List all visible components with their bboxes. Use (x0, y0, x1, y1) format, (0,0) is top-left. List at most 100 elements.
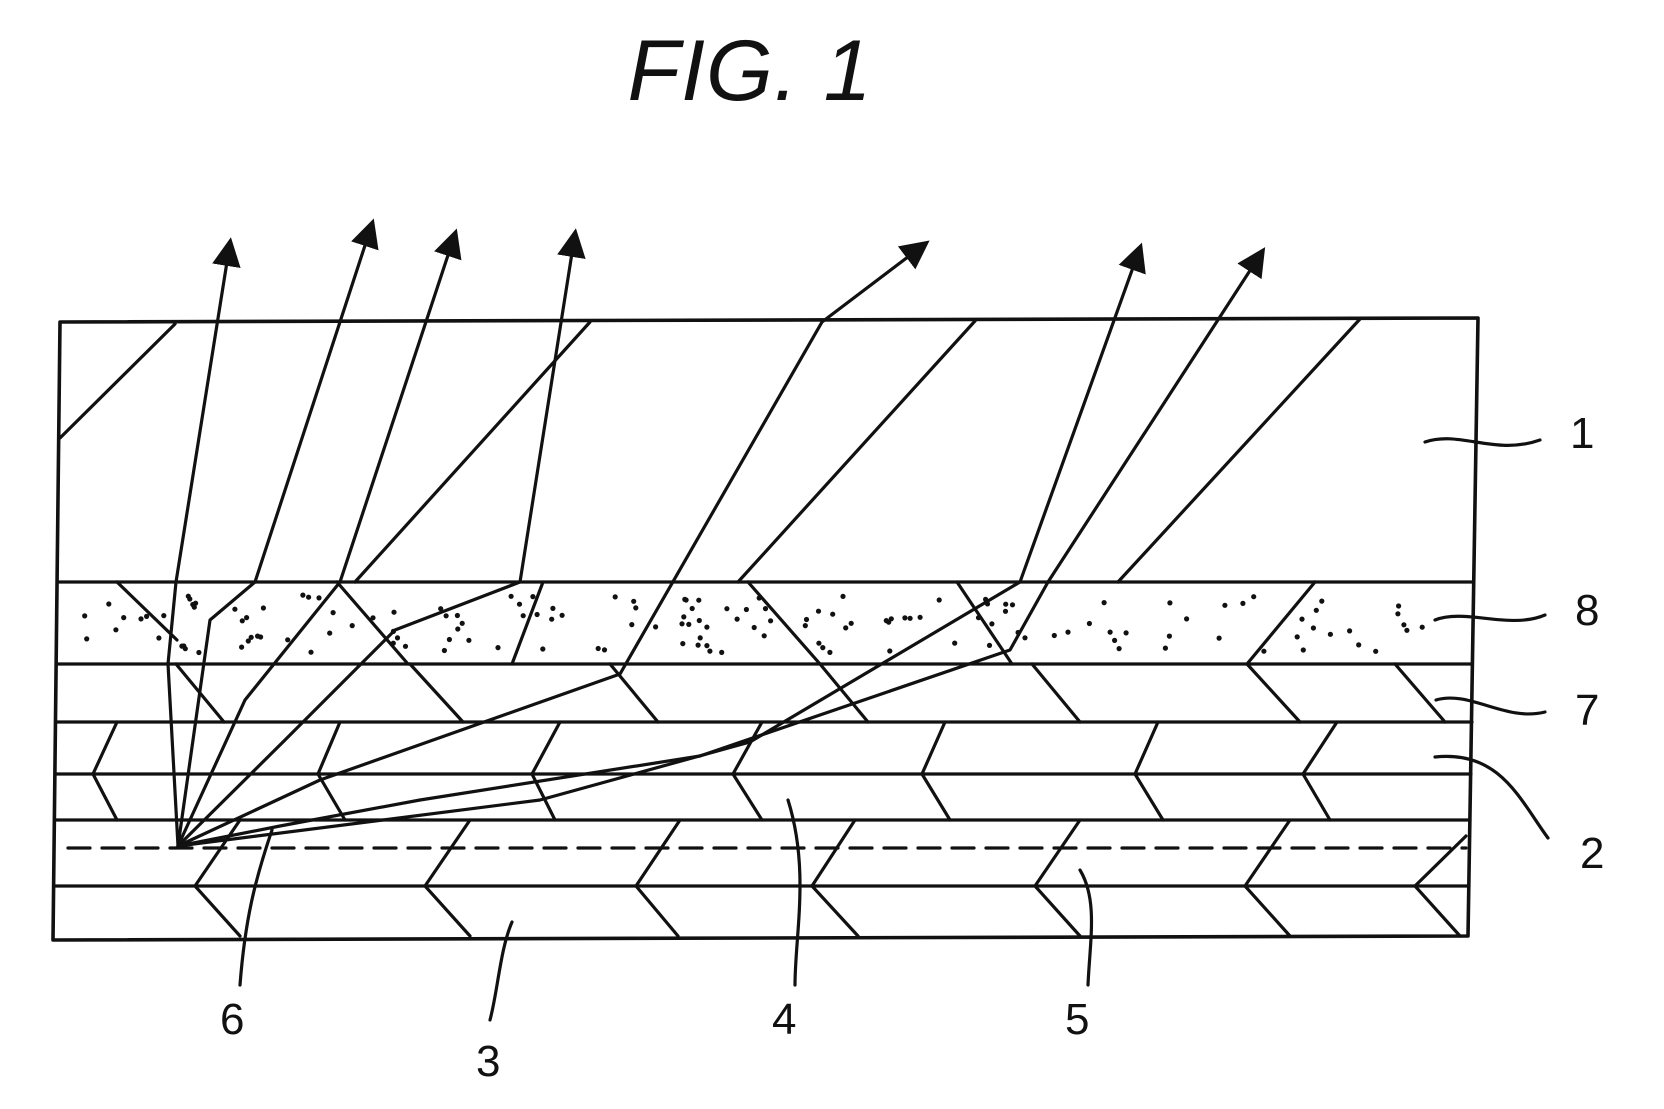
stipple-dot (752, 625, 757, 630)
stipple-dot (804, 617, 809, 622)
stipple-dot (1163, 646, 1168, 651)
stipple-dot (680, 641, 685, 646)
stipple-dot (187, 596, 192, 601)
stipple-dot (1301, 647, 1306, 652)
leader-4 (788, 800, 800, 985)
stipple-dot (161, 613, 166, 618)
stipple-dot (1251, 594, 1256, 599)
stipple-dot (690, 606, 695, 611)
stipple-dot (1295, 634, 1300, 639)
chevrons-layer-2 (93, 722, 1337, 820)
stipple-dot (707, 649, 712, 654)
stipple-dot (1022, 635, 1027, 640)
stipple-dot (840, 594, 845, 599)
stipple-dot (918, 615, 923, 620)
stipple-dot (704, 643, 709, 648)
stipple-dot (1420, 625, 1425, 630)
stipple-dot (403, 644, 408, 649)
stipple-dot (1167, 634, 1172, 639)
stipple-dot (239, 645, 244, 650)
stipple-dot (1404, 628, 1409, 633)
label-1: 1 (1570, 409, 1594, 458)
stipple-dot (331, 610, 336, 615)
stipple-dot (244, 615, 249, 620)
stipple-dot (1347, 628, 1352, 633)
stipple-dot (987, 643, 992, 648)
stipple-dot (596, 646, 601, 651)
ray-7 (178, 252, 1262, 846)
stipple-dot (1356, 642, 1361, 647)
stipple-dot (704, 625, 709, 630)
stipple-dot (509, 594, 514, 599)
stipple-dot (696, 598, 701, 603)
stipple-dot (697, 618, 702, 623)
stipple-dot (633, 605, 638, 610)
stipple-dot (306, 595, 311, 600)
stipple-dot (261, 605, 266, 610)
stipple-dot (735, 617, 740, 622)
stipple-dot (84, 636, 89, 641)
ray-4 (178, 234, 575, 846)
reference-numerals: 1 8 7 2 6 3 4 5 (220, 409, 1604, 1086)
chevrons-layer-3-5 (195, 820, 1466, 936)
label-3: 3 (476, 1037, 500, 1086)
stipple-dot (989, 621, 994, 626)
stipple-dot (1240, 601, 1245, 606)
stipple-dot (1314, 608, 1319, 613)
stipple-dot (698, 635, 703, 640)
stipple-dot (887, 648, 892, 653)
stipple-dot (249, 635, 254, 640)
hatch-layer-7 (176, 664, 1445, 722)
stipple-dot (1261, 649, 1266, 654)
stipple-dot (849, 621, 854, 626)
stipple-dot (1222, 603, 1227, 608)
stipple-dot (535, 612, 540, 617)
stipple-dot (827, 650, 832, 655)
stipple-dot (232, 607, 237, 612)
stipple-dot (193, 601, 198, 606)
stipple-dot (902, 615, 907, 620)
stipple-dot (816, 641, 821, 646)
stipple-dot (1311, 625, 1316, 630)
stipple-dot (113, 627, 118, 632)
stipple-dot (495, 645, 500, 650)
stipple-dot (1087, 621, 1092, 626)
label-8: 8 (1575, 586, 1599, 635)
stipple-dot (550, 606, 555, 611)
stipple-dot (517, 602, 522, 607)
stipple-dot (308, 650, 313, 655)
stipple-dot (724, 606, 729, 611)
stipple-dot (82, 613, 87, 618)
stipple-dot (744, 607, 749, 612)
stipple-dot (631, 599, 636, 604)
leader-6 (240, 830, 272, 985)
leader-2 (1435, 756, 1548, 838)
label-4: 4 (772, 995, 796, 1044)
stipple-dot (681, 614, 686, 619)
stipple-dot (696, 643, 701, 648)
stipple-dot (560, 613, 565, 618)
stipple-dot (952, 641, 957, 646)
stipple-dot (679, 621, 684, 626)
stipple-dot (762, 633, 767, 638)
stipple-dot (653, 624, 658, 629)
hatch-layer-8 (117, 582, 1315, 664)
stipple-dot (1003, 609, 1008, 614)
stipple-dot (121, 615, 126, 620)
stipple-dot (300, 593, 305, 598)
stipple-dot (602, 647, 607, 652)
stipple-dot (937, 597, 942, 602)
label-5: 5 (1065, 995, 1089, 1044)
label-7: 7 (1575, 686, 1599, 735)
stipple-dot (444, 613, 449, 618)
stipple-dot (816, 609, 821, 614)
stipple-dot (1167, 600, 1172, 605)
stipple-dot (820, 645, 825, 650)
stipple-dot (1010, 602, 1015, 607)
stipple-dot (1396, 603, 1401, 608)
stipple-dot (156, 635, 161, 640)
ray-2 (178, 224, 372, 846)
stipple-dot (521, 613, 526, 618)
